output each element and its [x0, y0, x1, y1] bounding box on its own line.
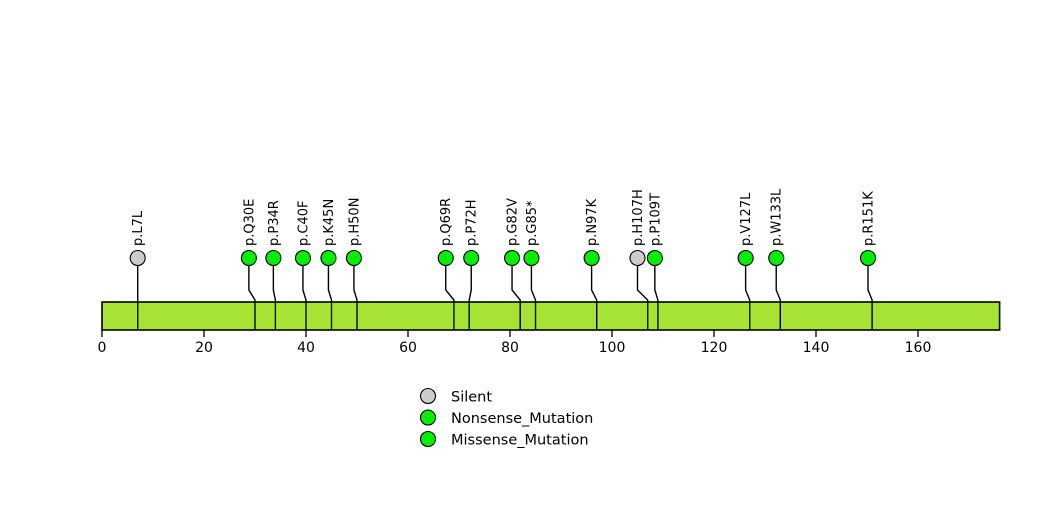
lollipop-head[interactable] — [345, 249, 362, 267]
lollipop-stem — [867, 265, 873, 330]
x-axis: 0 20 40 60 80 100 120 140 160 — [98, 330, 932, 356]
lollipop-labels: p.L7L p.Q30E p.P34R p.C40F p.K45N p.H50N p.Q69… — [131, 188, 876, 246]
lollipop-head[interactable] — [737, 249, 754, 267]
mutation-label: p.Q69R — [439, 198, 454, 246]
lollipop-stem — [654, 265, 659, 330]
legend-label: Silent — [451, 390, 492, 406]
mutation-label: p.L7L — [131, 210, 146, 246]
lollipop-head[interactable] — [583, 249, 600, 267]
legend-swatch — [419, 409, 437, 426]
lollipop-head[interactable] — [503, 249, 521, 267]
legend-label: Missense_Mutation — [451, 433, 589, 449]
lollipop-stem — [744, 265, 751, 330]
mutation-label: p.W133L — [770, 188, 785, 246]
lollipop-head[interactable] — [320, 249, 337, 267]
mutation-label: p.N97K — [585, 198, 600, 246]
lollipop-stem — [775, 265, 781, 330]
protein-domain-bar — [101, 301, 1001, 331]
lollipop-stem — [468, 265, 472, 330]
legend-label: Nonsense_Mutation — [451, 411, 593, 427]
lollipop-head[interactable] — [629, 249, 646, 267]
lollipop-head[interactable] — [265, 249, 282, 267]
lollipop-head[interactable] — [294, 249, 311, 267]
axis-tick-label: 0 — [98, 340, 107, 356]
legend-swatch — [419, 430, 437, 448]
axis-tick-label: 160 — [905, 340, 932, 356]
axis-tick-label: 140 — [803, 340, 830, 356]
lollipop-head[interactable] — [646, 249, 663, 267]
lollipop-head[interactable] — [859, 249, 877, 267]
mutation-label: p.P72H — [465, 199, 480, 246]
lollipop-stem — [302, 265, 307, 330]
mutation-label: p.P34R — [267, 200, 282, 246]
mutation-label: p.C40F — [296, 201, 311, 246]
mutation-label: p.P109T — [648, 193, 663, 246]
lollipop-stems — [137, 265, 873, 330]
lollipop-stem — [636, 265, 649, 330]
lollipop-heads[interactable] — [129, 249, 877, 267]
lollipop-stem — [445, 265, 455, 330]
axis-tick-label: 40 — [297, 340, 315, 356]
lollipop-head[interactable] — [240, 249, 257, 267]
mutation-label: p.G85* — [525, 200, 540, 246]
axis-tick-label: 20 — [195, 340, 213, 356]
axis-tick-label: 100 — [599, 340, 626, 356]
legend-swatch — [419, 387, 437, 405]
lollipop-stem — [327, 265, 333, 330]
lollipop-head[interactable] — [768, 249, 785, 267]
lollipop-stem — [248, 265, 256, 330]
lollipop-stem — [272, 265, 277, 330]
lollipop-head[interactable] — [523, 249, 540, 267]
mutation-label: p.R151K — [862, 191, 877, 246]
mutation-label: p.H50N — [347, 198, 362, 246]
lollipop-head[interactable] — [437, 249, 454, 267]
axis-tick-label: 60 — [399, 340, 417, 356]
lollipop-head[interactable] — [463, 249, 480, 267]
lollipop-head[interactable] — [129, 249, 146, 267]
lollipop-stem — [590, 265, 598, 330]
mutation-label: p.G82V — [506, 198, 521, 246]
mutation-label: p.Q30E — [242, 199, 257, 246]
lollipop-stem — [353, 265, 358, 330]
protein-bar — [101, 301, 1001, 331]
lollipop-stem — [530, 265, 537, 330]
mutation-label: p.K45N — [322, 199, 337, 246]
mutation-label: p.V127L — [739, 192, 754, 246]
axis-tick-label: 120 — [701, 340, 728, 356]
lollipop-stem — [511, 265, 521, 330]
axis-tick-label: 80 — [501, 340, 519, 356]
mutation-label: p.H107H — [631, 189, 646, 246]
